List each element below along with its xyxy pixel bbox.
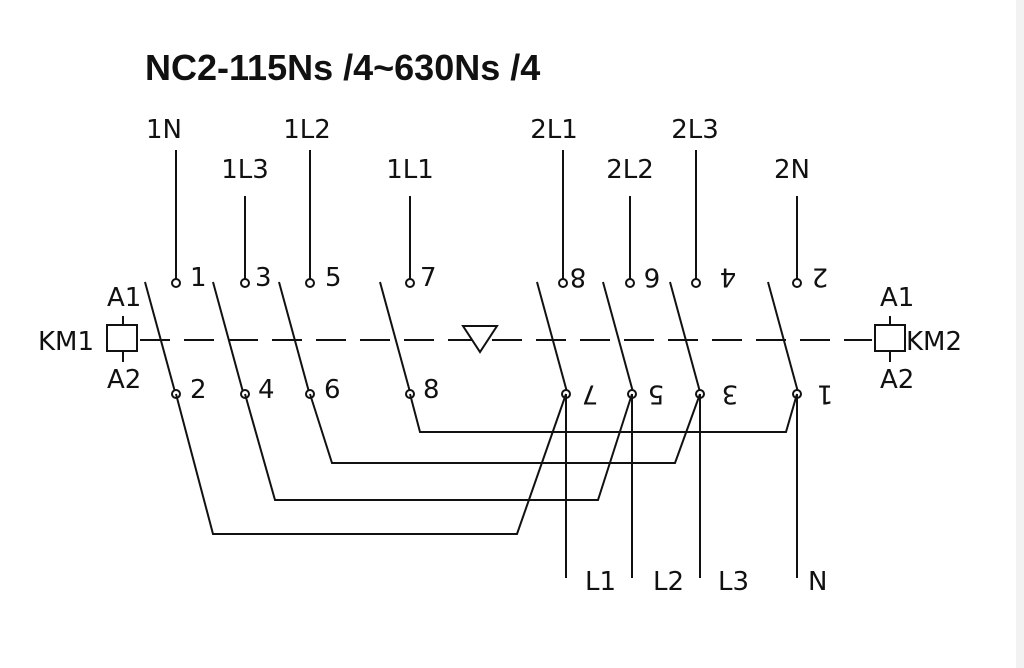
- km2-label: KM2: [906, 327, 962, 357]
- bridge-wire-2-to-7: [175, 393, 567, 535]
- output-label-n: N: [808, 567, 827, 597]
- km1-top-number-5: 5: [325, 263, 342, 293]
- km2-bottom-number-5: 5: [648, 379, 665, 409]
- km2-blade-3: [669, 281, 701, 393]
- km1-contact-top-5: [305, 278, 315, 288]
- km2-coil-icon: [874, 324, 906, 352]
- km2-contact-top-2: [792, 278, 802, 288]
- km1-blade-3: [278, 281, 310, 393]
- km1-top-number-3: 3: [255, 263, 272, 293]
- km1-a2-label: A2: [107, 365, 141, 395]
- km2-contact-top-6: [625, 278, 635, 288]
- bridge-wire-8-to-1: [409, 393, 798, 433]
- km1-blade-2: [212, 281, 244, 393]
- km1-coil-icon: [106, 324, 138, 352]
- km2-blade-2: [602, 281, 634, 393]
- km1-blade-1: [144, 281, 176, 393]
- km2-blade-4: [767, 281, 799, 393]
- km1-contact-top-1: [171, 278, 181, 288]
- right-edge-strip: [1016, 0, 1024, 668]
- km1-bottom-number-2: 2: [190, 375, 207, 405]
- km1-label: KM1: [38, 327, 94, 357]
- terminal-label-1l1: 1L1: [386, 155, 434, 185]
- km2-bottom-number-3: 3: [722, 379, 739, 409]
- km2-contact-top-4: [691, 278, 701, 288]
- km1-bottom-number-8: 8: [423, 375, 440, 405]
- km1-blade-4: [379, 281, 411, 393]
- km2-a2-label: A2: [880, 365, 914, 395]
- terminal-label-2n: 2N: [774, 155, 810, 185]
- output-label-l3: L3: [718, 567, 749, 597]
- output-label-l1: L1: [585, 567, 616, 597]
- km1-contact-top-3: [240, 278, 250, 288]
- bridge-wire-6-to-3: [309, 393, 701, 464]
- km1-a1-label: A1: [107, 283, 141, 313]
- km2-blade-1: [536, 281, 568, 393]
- terminal-label-1l3: 1L3: [221, 155, 269, 185]
- km1-bottom-number-6: 6: [324, 375, 341, 405]
- km2-bottom-number-1: 1: [817, 379, 834, 409]
- terminal-label-2l2: 2L2: [606, 155, 654, 185]
- bridge-wire-4-to-5: [244, 393, 633, 501]
- km1-contact-top-7: [405, 278, 415, 288]
- km2-bottom-number-7: 7: [582, 379, 599, 409]
- km2-top-number-8: 8: [570, 262, 587, 292]
- km1-bottom-number-4: 4: [258, 375, 275, 405]
- km1-top-number-1: 1: [190, 263, 207, 293]
- km2-contact-top-8: [558, 278, 568, 288]
- terminal-label-2l3: 2L3: [671, 115, 719, 145]
- output-label-l2: L2: [653, 567, 684, 597]
- terminal-label-1n: 1N: [146, 115, 182, 145]
- terminal-label-1l2: 1L2: [283, 115, 331, 145]
- diagram-title: NC2-115Ns /4~630Ns /4: [145, 47, 540, 88]
- km2-top-number-6: 6: [644, 262, 661, 292]
- km2-top-number-2: 2: [812, 262, 829, 292]
- interlock-triangle-icon: [461, 325, 499, 354]
- km2-a1-label: A1: [880, 283, 914, 313]
- km1-top-number-7: 7: [420, 263, 437, 293]
- terminal-label-2l1: 2L1: [530, 115, 578, 145]
- km2-top-number-4: 4: [720, 262, 737, 292]
